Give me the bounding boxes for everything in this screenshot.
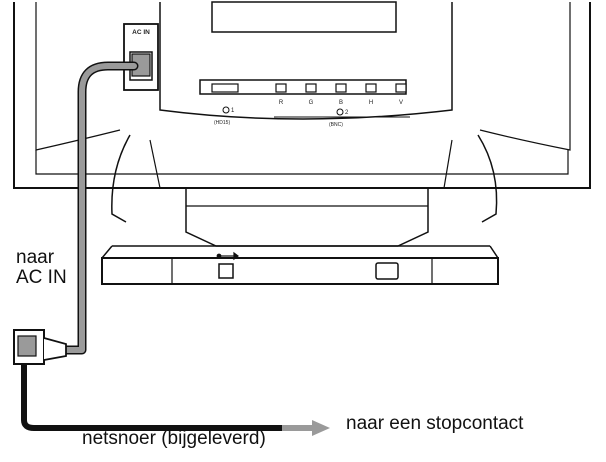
connector-letter-g: G xyxy=(309,100,314,106)
power-cord xyxy=(21,61,312,431)
monitor-cover-bottom-inner xyxy=(35,150,569,175)
usb-port xyxy=(218,263,234,279)
power-cord-gray-outline xyxy=(61,61,139,355)
rear-housing xyxy=(159,2,453,120)
bnc-g-connector xyxy=(305,83,317,93)
ac-in-port: AC IN xyxy=(123,23,159,91)
stand-pillar xyxy=(185,188,429,247)
to-ac-in-line2: AC IN xyxy=(16,267,67,288)
cord-plug-neck xyxy=(43,337,67,361)
stand-base-top xyxy=(101,245,499,259)
hd15-connector xyxy=(211,83,239,93)
stand-neck xyxy=(111,134,131,223)
video-connectors: R G B H V 1 (HD15) 2 (BNC) xyxy=(211,83,410,128)
power-cord-gray xyxy=(63,63,137,353)
outlet-arrowhead xyxy=(312,420,330,436)
bnc-h-connector xyxy=(365,83,377,93)
input2-number: 2 xyxy=(345,110,349,116)
input1-number: 1 xyxy=(231,108,235,114)
cord-plug xyxy=(13,329,67,365)
cord-plug-face xyxy=(17,335,37,357)
ac-in-port-label: AC IN xyxy=(132,29,150,36)
bnc-r-connector xyxy=(275,83,287,93)
monitor-cover-outline xyxy=(13,2,591,189)
connector-letter-r: R xyxy=(279,100,284,106)
monitor-body xyxy=(13,1,591,285)
connector-letter-b: B xyxy=(339,100,343,106)
stand-base xyxy=(101,257,499,285)
bnc-v-connector xyxy=(395,83,407,93)
input2-label: (BNC) xyxy=(329,122,343,128)
monitor-cover-inner-line-right xyxy=(479,2,571,151)
input2-indicator xyxy=(336,108,344,116)
power-cord-black xyxy=(21,361,285,431)
connector-letter-v: V xyxy=(399,100,403,106)
input1-indicator xyxy=(222,106,230,114)
base-button xyxy=(375,262,399,280)
bnc-b-connector xyxy=(335,83,347,93)
vent-panel xyxy=(211,1,397,33)
usb-icon xyxy=(216,251,239,261)
monitor-cover-inner-line xyxy=(35,2,121,151)
stand-neck-right xyxy=(477,134,498,223)
to-ac-in-label: naar AC IN xyxy=(16,248,67,288)
connector-letter-h: H xyxy=(369,100,373,106)
power-cord-label: netsnoer (bijgeleverd) xyxy=(82,428,266,449)
stand-shoulder xyxy=(149,139,453,189)
to-outlet-label: naar een stopcontact xyxy=(346,413,524,434)
to-ac-in-line1: naar xyxy=(16,247,55,268)
input1-label: (HD15) xyxy=(214,120,230,126)
